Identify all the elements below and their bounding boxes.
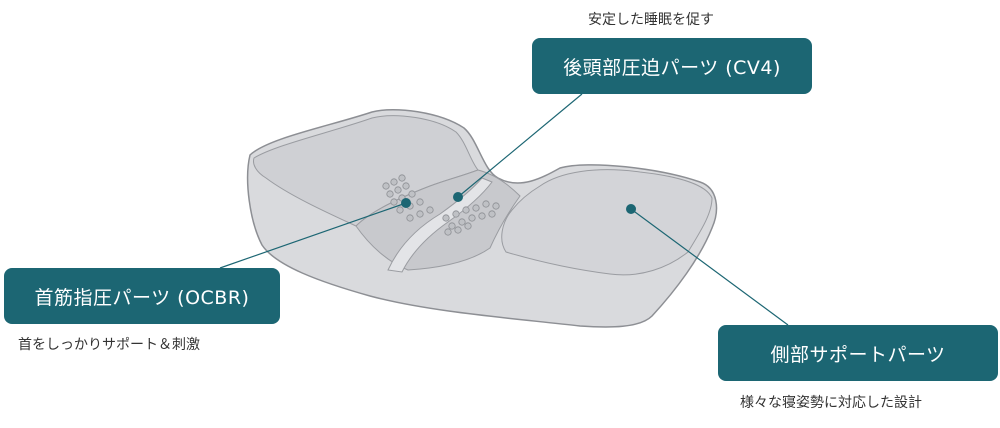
marker-dot-cv4: [453, 192, 463, 202]
pillow-ridge: [387, 177, 493, 273]
pillow-top-right: [501, 169, 713, 276]
ocbr-caption: 首をしっかりサポート＆刺激: [18, 337, 200, 353]
massage-nubs: [382, 174, 500, 236]
marker-dot-side: [626, 204, 636, 214]
side-support-caption: 様々な寝姿勢に対応した設計: [740, 395, 922, 411]
leader-line-ocbr: [219, 202, 407, 269]
leader-line-cv4: [457, 93, 583, 198]
cv4-label-badge: 後頭部圧迫パーツ (CV4): [532, 38, 812, 94]
cv4-caption: 安定した睡眠を促す: [588, 12, 714, 28]
ocbr-label-badge: 首筋指圧パーツ (OCBR): [4, 268, 280, 324]
marker-dot-ocbr: [401, 198, 411, 208]
leader-line-side: [630, 208, 789, 326]
side-support-label-badge: 側部サポートパーツ: [718, 325, 998, 381]
